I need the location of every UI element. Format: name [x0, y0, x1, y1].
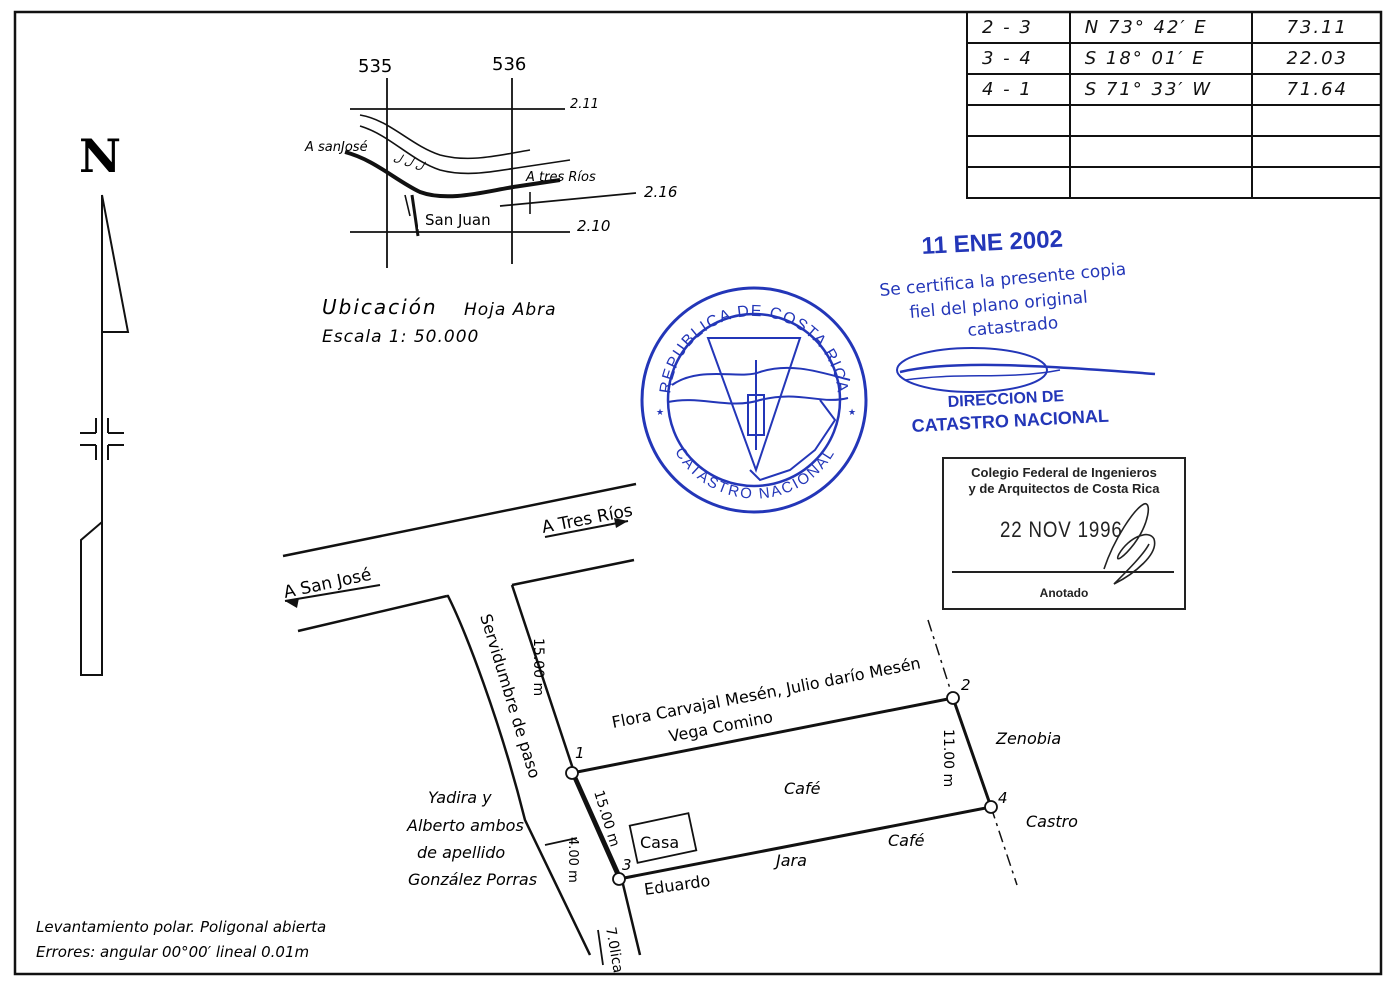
road-width-bottom: 7.0lica: [602, 926, 626, 974]
colegio-name-line2: y de Arquitectos de Costa Rica: [968, 481, 1160, 496]
colegio-stamp: Colegio Federal de Ingenieros y de Arqui…: [942, 457, 1186, 610]
cell-line: [966, 135, 1071, 168]
ubicacion-title: Ubicación: [322, 295, 438, 319]
north-letter: N: [79, 129, 121, 183]
seal-top-text: REPUBLICA DE COSTA RICA: [657, 303, 851, 395]
cell-distance: [1251, 166, 1381, 199]
cell-bearing: S 71° 33′ W: [1068, 73, 1254, 106]
south-label-jara: Jara: [773, 851, 807, 870]
bearing-table: 2 - 3 N 73° 42′ E 73.11 3 - 4 S 18° 01′ …: [966, 12, 1381, 199]
catastro-date: 11 ENE 2002: [921, 226, 1064, 260]
table-row: 4 - 1 S 71° 33′ W 71.64: [966, 73, 1381, 106]
table-row: [966, 166, 1381, 199]
vertex-1: [565, 766, 579, 780]
inset-label-tresrios: A tres Ríos: [525, 170, 596, 185]
footer-line1: Levantamiento polar. Poligonal abierta: [36, 918, 326, 936]
dept-line2: CATASTRO NACIONAL: [911, 406, 1109, 436]
inset-label-sanjose: A sanJosé: [304, 140, 368, 155]
vertex-2: [946, 691, 960, 705]
west-owner-line2: Alberto ambos: [406, 816, 524, 835]
road-label-san-jose: A San José: [282, 565, 373, 603]
west-owner-line3: de apellido: [417, 843, 505, 862]
cell-distance: 73.11: [1251, 12, 1381, 44]
vertex-label-2: 2: [961, 676, 971, 694]
west-owner-line4: González Porras: [408, 870, 537, 889]
cell-line: 3 - 4: [966, 42, 1071, 75]
cell-bearing: N 73° 42′ E: [1068, 12, 1254, 44]
location-map: 535 536 2.11 2.16 2.10 A sanJosé ل ل ل A…: [304, 54, 677, 347]
footer-line2: Errores: angular 00°00′ lineal 0.01m: [36, 943, 309, 961]
cell-line: [966, 104, 1071, 137]
vertex-3: [612, 872, 626, 886]
road-label-tres-rios: A Tres Ríos: [540, 501, 634, 538]
table-row: [966, 104, 1381, 137]
vertex-label-1: 1: [575, 744, 585, 762]
cell-bearing: [1068, 104, 1254, 137]
sheet-border: [13, 10, 1383, 976]
colegio-name-line1: Colegio Federal de Ingenieros: [971, 465, 1157, 480]
west-owner-line1: Yadira y: [428, 788, 492, 807]
colegio-signature: [1103, 503, 1156, 585]
colegio-date: 22 NOV 1996: [1000, 517, 1123, 542]
center-label-cafe: Café: [784, 779, 821, 798]
house-outline: [628, 812, 698, 864]
signature-loop: [896, 347, 1048, 393]
cell-line: [966, 166, 1071, 199]
cert-line3: catastrado: [967, 313, 1059, 341]
inset-label-sanjuan: San Juan: [425, 211, 491, 229]
table-row: [966, 135, 1381, 168]
table-row: 2 - 3 N 73° 42′ E 73.11: [966, 12, 1381, 44]
cell-line: 2 - 3: [966, 12, 1071, 44]
grid-label-211: 2.11: [570, 97, 599, 112]
grid-label-536: 536: [492, 54, 526, 75]
seal-emblem: [667, 337, 851, 482]
lot-polygon: [565, 619, 1018, 886]
cell-bearing: [1068, 135, 1254, 168]
grid-label-535: 535: [358, 56, 392, 77]
dept-line1: DIRECCION DE: [947, 388, 1065, 411]
cell-distance: 22.03: [1251, 42, 1381, 75]
cell-distance: 71.64: [1251, 73, 1381, 106]
cell-line: 4 - 1: [966, 73, 1071, 106]
svg-text:★: ★: [656, 408, 664, 418]
signature-stroke: [899, 363, 1156, 376]
south-label-eduardo: Eduardo: [643, 871, 711, 899]
house-label: Casa: [640, 833, 679, 852]
hoja-label: Hoja Abra: [464, 300, 557, 320]
vertex-4: [984, 800, 998, 814]
vertex-label-3: 3: [622, 856, 632, 874]
cell-distance: [1251, 135, 1381, 168]
road-width-small: 4.00 m: [565, 837, 580, 883]
vertex-label-4: 4: [998, 789, 1008, 807]
cell-distance: [1251, 104, 1381, 137]
east-label-zenobia: Zenobia: [995, 729, 1061, 748]
north-arrow: N: [79, 129, 130, 676]
east-label-castro: Castro: [1026, 812, 1078, 831]
north-arrow-crosshair: [80, 418, 124, 460]
road-arrows: [284, 518, 629, 608]
grid-label-216: 2.16: [644, 183, 677, 201]
cell-bearing: S 18° 01′ E: [1068, 42, 1254, 75]
colegio-anotado: Anotado: [1039, 586, 1089, 600]
seal-outer-ring: [640, 286, 868, 514]
colegio-rule: [952, 571, 1174, 573]
east-side-length: 11.00 m: [940, 729, 956, 787]
road-width-top: 15.00 m: [530, 638, 546, 696]
south-label-cafe: Café: [888, 831, 925, 850]
table-row: 3 - 4 S 18° 01′ E 22.03: [966, 42, 1381, 75]
main-roads: [282, 482, 642, 966]
svg-text:★: ★: [848, 408, 856, 418]
escala-label: Escala 1: 50.000: [322, 327, 479, 347]
grid-label-210: 2.10: [577, 217, 610, 235]
cell-bearing: [1068, 166, 1254, 199]
